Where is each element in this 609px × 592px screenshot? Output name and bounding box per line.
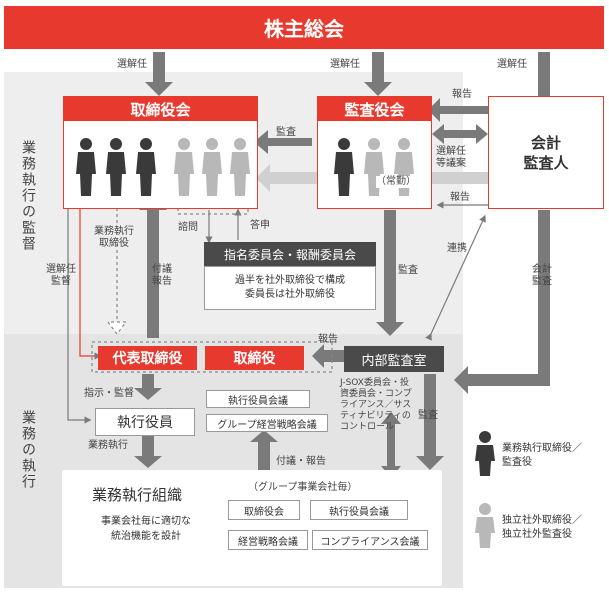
arrow-org-report — [250, 430, 278, 470]
legend-light-label: 独立社外取締役／ 独立社外監査役 — [502, 515, 582, 540]
label-exec-director: 業務執行 取締役 — [94, 226, 134, 249]
arrow-accounting-audit — [454, 210, 550, 394]
accounting-auditor-title: 会計 監査人 — [523, 133, 569, 172]
arrow-proposal — [432, 124, 488, 144]
arrow-business-exec — [134, 432, 162, 468]
arrow-audit-internal — [376, 210, 404, 336]
arrow-internal-audit-down — [416, 374, 444, 470]
dashed-arrow-head — [106, 321, 128, 335]
label-instruct: 指示・監督 — [84, 388, 134, 399]
arrow-appoint-auditor — [530, 52, 558, 124]
label-appoint-3: 選解任 — [497, 59, 527, 70]
arrow-instruct — [134, 374, 162, 400]
label-submit-report-2: 付議・報告 — [276, 456, 326, 467]
business-org — [62, 470, 442, 586]
audit-board-title: 監査役会 — [318, 97, 431, 121]
arrow-report-audit — [428, 98, 488, 122]
org-item-compliance-meeting: コンプライアンス会議 — [312, 530, 428, 550]
arrow-internal-report — [312, 344, 344, 368]
line-appoint-supervise — [67, 208, 92, 424]
label-report-3: 報告 — [318, 334, 338, 345]
org-note: 事業会社毎に適切な 統治機能を設計 — [101, 516, 191, 542]
shareholders-meeting: 株主総会 — [4, 6, 604, 49]
person-icon — [202, 138, 222, 196]
label-answer: 答申 — [250, 220, 270, 231]
line-cooperation — [425, 214, 486, 341]
committee-title: 指名委員会・報酬委員会 — [204, 242, 376, 266]
legend-dark-icon — [475, 431, 495, 476]
label-report-1: 報告 — [452, 89, 472, 100]
arrow-appoint-audit — [364, 52, 392, 96]
arrow-appoint-board — [145, 52, 173, 96]
org-title: 業務執行組織 — [92, 486, 183, 504]
committee-note: 過半を社外取締役で構成 委員長は社外取締役 — [204, 266, 376, 310]
label-cooperation: 連携 — [447, 243, 467, 254]
person-icon — [174, 138, 194, 196]
dashed-committee — [177, 208, 249, 215]
label-report-2: 報告 — [450, 192, 470, 203]
arrow-internal-org — [381, 412, 401, 478]
label-audit: 監査 — [276, 127, 296, 138]
arrow-audit-board — [254, 130, 312, 154]
org-group-label: （グループ事業会社毎） — [248, 482, 358, 493]
label-audit-3: 監査 — [418, 410, 438, 421]
legend-dark-label: 業務執行取締役／ 監査役 — [502, 443, 582, 468]
group-strategy-meeting: グループ経営戦略会議 — [206, 414, 328, 432]
person-icon — [106, 138, 126, 196]
org-item-officers-meeting: 執行役員会議 — [310, 500, 408, 520]
officers-meeting: 執行役員会議 — [206, 390, 310, 408]
line-board-rep — [79, 208, 102, 360]
accounting-auditor: 会計 監査人 — [488, 96, 604, 209]
side-label-supervision: 業務執行の監督 — [20, 140, 36, 252]
dashed-rep-box — [91, 341, 333, 373]
label-appoint-1: 選解任 — [117, 59, 147, 70]
representative-director: 代表取締役 — [98, 346, 197, 370]
director: 取締役 — [205, 346, 304, 370]
person-icon — [334, 138, 354, 196]
fulltime-label: （常勤） — [376, 176, 416, 188]
org-item-board: 取締役会 — [228, 500, 300, 520]
person-icon — [230, 138, 250, 196]
arrow-submit-report — [139, 196, 167, 338]
label-submit-report: 付議 報告 — [152, 264, 172, 287]
label-appoint-2: 選解任 — [330, 59, 360, 70]
label-business-exec: 業務執行 — [88, 440, 128, 451]
executive-officers: 執行役員 — [95, 408, 195, 436]
person-icon — [136, 138, 156, 196]
board-of-directors: 取締役会 — [63, 96, 258, 209]
internal-audit-office: 内部監査室 — [344, 346, 444, 372]
person-icon — [76, 138, 96, 196]
label-appoint-proposal: 選解任 等議案 — [436, 146, 466, 169]
side-label-execution: 業務の執行 — [20, 410, 36, 490]
legend-light-icon — [475, 503, 495, 548]
internal-audit-note: J-SOX委員会・投 資委員会・コンプ ライアンス／サス ティナビリティの コン… — [340, 378, 412, 432]
board-members — [72, 136, 252, 196]
board-title: 取締役会 — [64, 97, 257, 121]
label-accounting-audit: 会計 監査 — [532, 264, 552, 287]
org-item-strategy-meeting: 経営戦略会議 — [228, 530, 308, 550]
label-consult: 諮問 — [178, 222, 198, 233]
board-figures — [76, 138, 250, 196]
label-appoint-supervise: 選解任 監督 — [46, 264, 76, 287]
label-audit-2: 監査 — [398, 265, 418, 276]
